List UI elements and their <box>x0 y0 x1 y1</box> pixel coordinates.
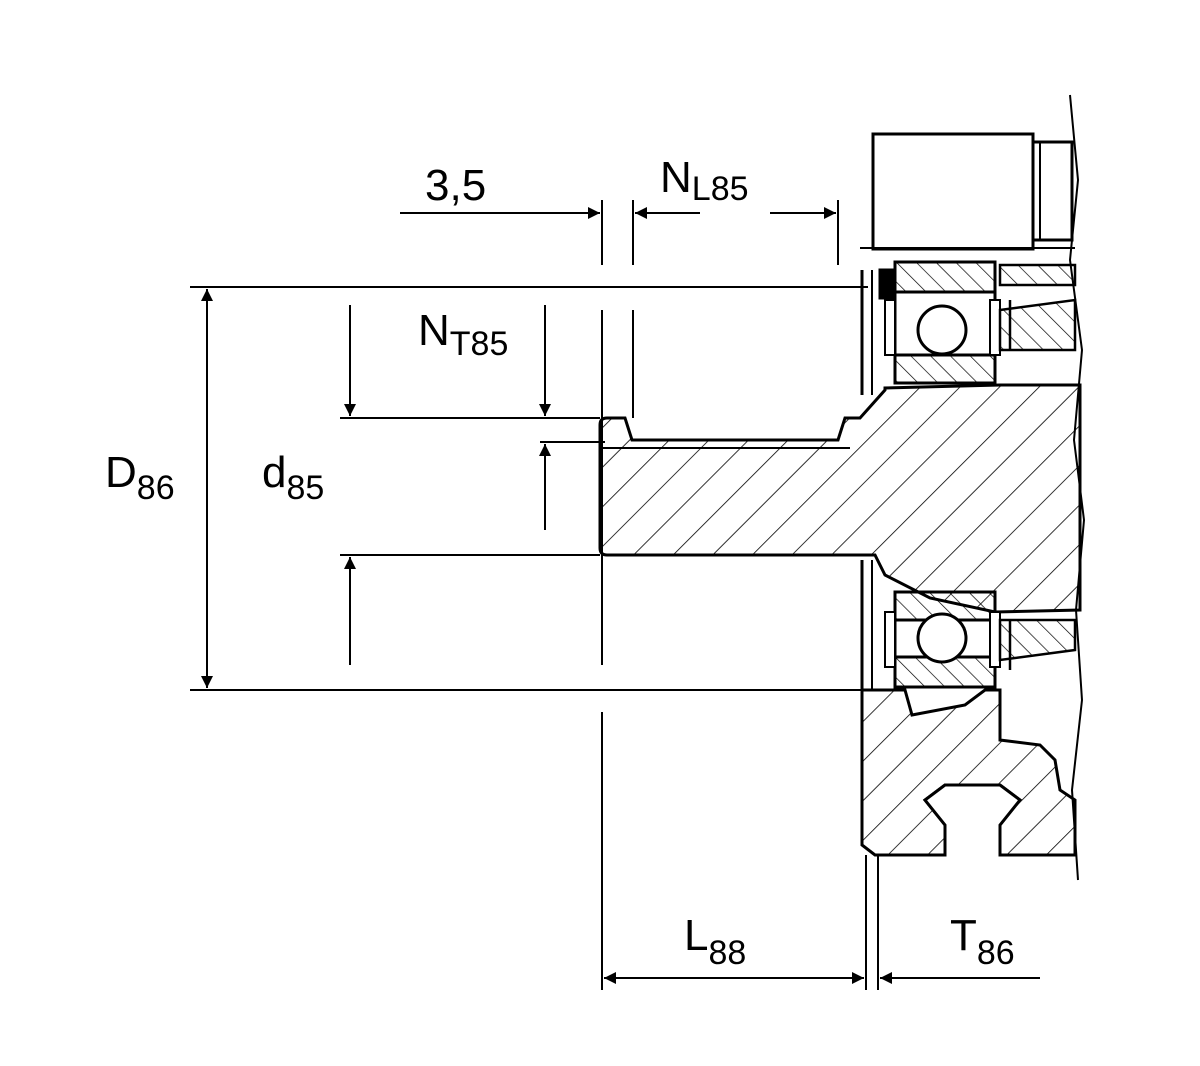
bearing-upper <box>878 260 1001 385</box>
label-gap: 3,5 <box>425 161 486 210</box>
label-D: D86 <box>105 448 175 507</box>
bearing-lower <box>884 590 1001 689</box>
dovetail-groove <box>922 783 1023 855</box>
dimension-lines <box>201 207 1040 984</box>
mount-face <box>860 270 873 690</box>
extension-lines <box>190 200 879 990</box>
label-NT: NT85 <box>418 306 508 363</box>
inner-components <box>998 263 1077 670</box>
shaft-body <box>598 383 1082 614</box>
label-T: T86 <box>950 911 1015 972</box>
label-NL: NL85 <box>660 153 749 208</box>
housing-top <box>860 132 1075 251</box>
label-L: L88 <box>684 911 746 972</box>
label-d: d85 <box>262 448 324 507</box>
